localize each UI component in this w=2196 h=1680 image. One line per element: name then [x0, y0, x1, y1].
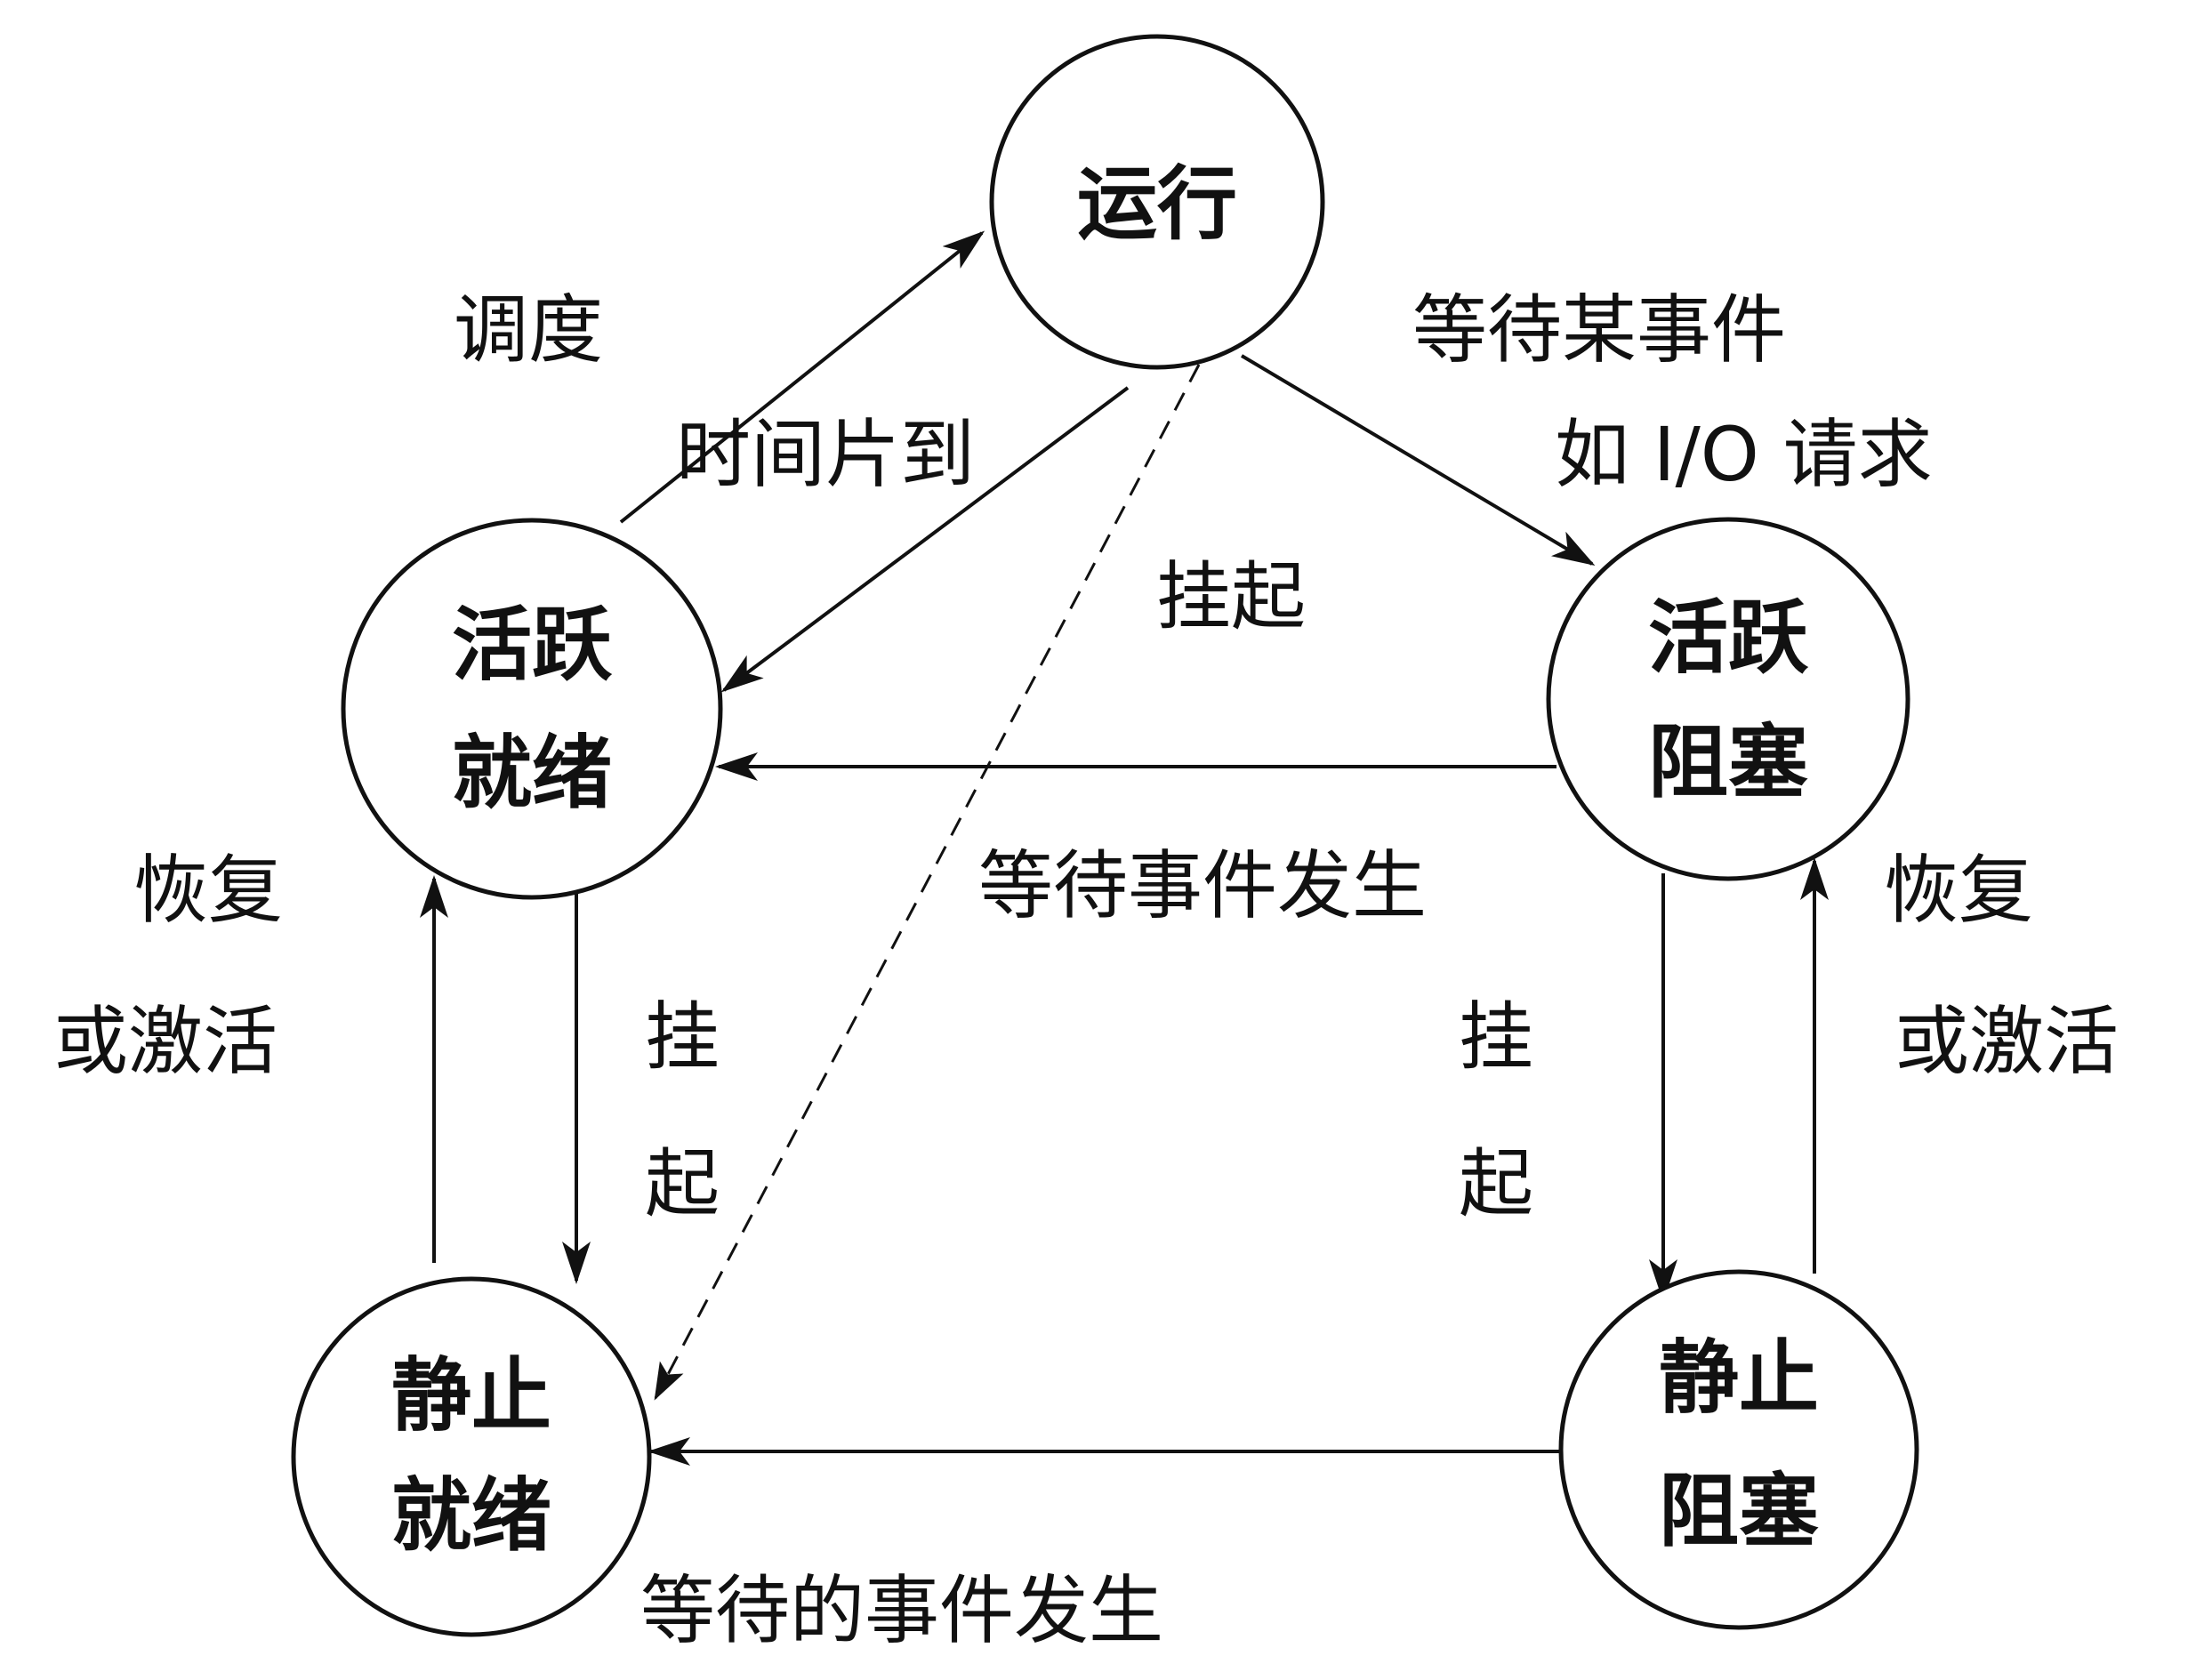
- state-static-blocked-line1: 静止: [1659, 1331, 1819, 1425]
- label-suspend-right-line1: 挂: [1459, 993, 1533, 1081]
- label-schedule: 调度: [454, 286, 603, 374]
- label-suspend-left-line2: 起: [645, 1140, 720, 1227]
- state-static-ready-line2: 就绪: [391, 1469, 551, 1563]
- label-suspend-dashed: 挂起: [1156, 553, 1306, 640]
- state-active-ready-line1: 活跃: [452, 599, 613, 692]
- state-active-ready-line2: 就绪: [452, 727, 612, 820]
- label-resume-left-line2: 或激活: [53, 998, 278, 1085]
- state-running-label: 运行: [1077, 157, 1237, 251]
- state-active-ready: 活跃 就绪: [341, 518, 723, 900]
- label-event-occurs-static: 等待的事件发生: [640, 1567, 1163, 1654]
- state-static-blocked: 静止 阻塞: [1558, 1269, 1919, 1630]
- edge-suspend-dashed: [654, 364, 1201, 1401]
- label-timeslice: 时间片到: [676, 411, 975, 498]
- label-suspend-right-line2: 起: [1459, 1140, 1533, 1227]
- edge-wait-event: [1240, 354, 1596, 567]
- edge-schedule: [619, 230, 985, 524]
- label-resume-left-line1: 恢复: [133, 847, 283, 934]
- state-running: 运行: [989, 34, 1325, 370]
- label-wait-event-line1: 等待某事件: [1412, 286, 1786, 374]
- label-resume-right-line1: 恢复: [1884, 847, 2033, 934]
- edge-timeslice: [720, 386, 1130, 693]
- label-wait-event-line2: 如 I/O 请求: [1555, 411, 1933, 498]
- state-static-ready-line1: 静止: [391, 1349, 551, 1443]
- state-active-blocked: 活跃 阻塞: [1546, 517, 1910, 881]
- state-static-blocked-line2: 阻塞: [1659, 1465, 1819, 1558]
- state-active-blocked-line1: 活跃: [1648, 591, 1809, 685]
- label-event-occurs-active: 等待事件发生: [978, 842, 1427, 929]
- label-suspend-left-line1: 挂: [645, 993, 720, 1081]
- state-active-blocked-line2: 阻塞: [1648, 716, 1808, 809]
- label-resume-right-line2: 或激活: [1894, 998, 2119, 1085]
- state-static-ready: 静止 就绪: [291, 1276, 652, 1637]
